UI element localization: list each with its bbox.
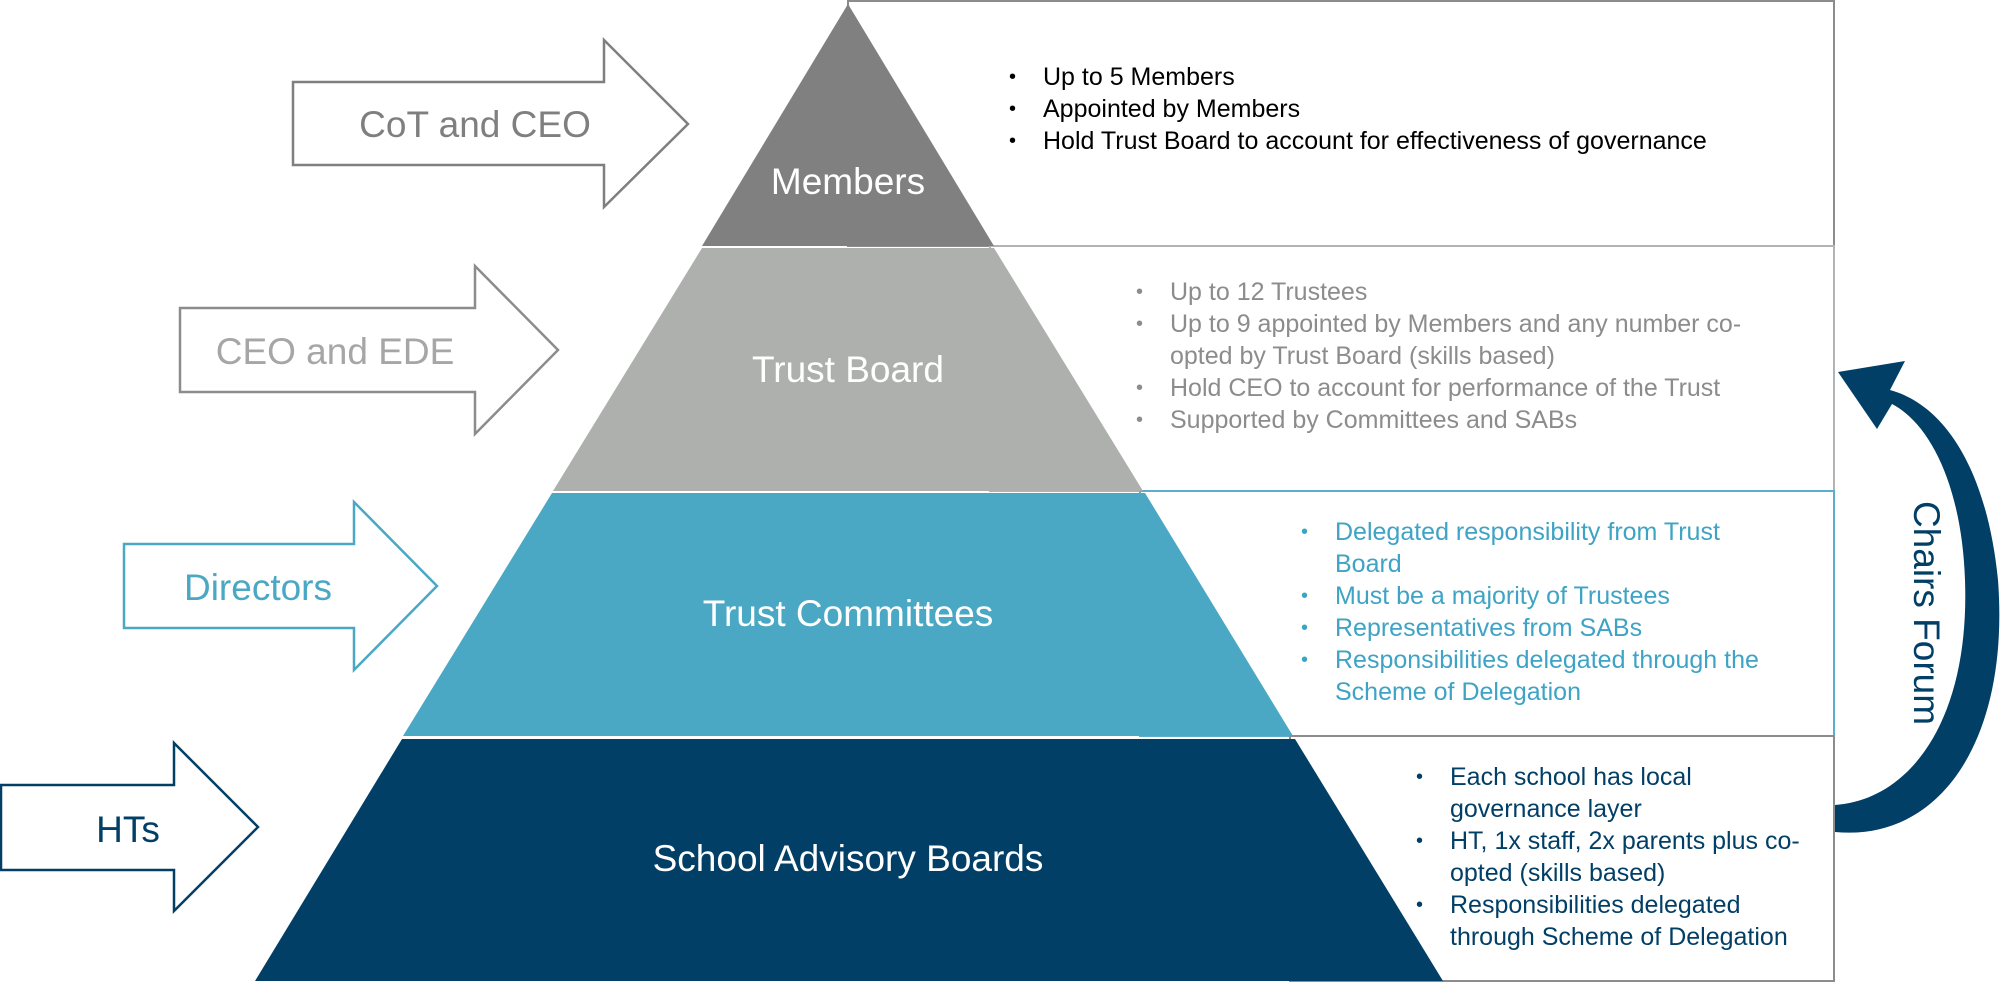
tier-members xyxy=(702,4,994,246)
arrow-label-hts: HTs xyxy=(96,809,160,850)
tier-sabs xyxy=(255,739,1443,981)
list-item: Up to 9 appointed by Members and any num… xyxy=(1136,308,1764,372)
list-item: Each school has local governance layer xyxy=(1416,761,1829,825)
list-item: Must be a majority of Trustees xyxy=(1301,580,1789,612)
tier-label-sabs: School Advisory Boards xyxy=(653,838,1044,879)
list-item: Up to 12 Trustees xyxy=(1136,276,1764,308)
list-item: HT, 1x staff, 2x parents plus co-opted (… xyxy=(1416,825,1829,889)
arrow-directors xyxy=(122,498,439,674)
list-item: Responsibilities delegated through Schem… xyxy=(1416,889,1829,953)
tier-trust-committees xyxy=(403,493,1293,736)
list-item: Supported by Committees and SABs xyxy=(1136,404,1764,436)
arrow-ceo-ede xyxy=(178,262,560,438)
arrow-label-directors: Directors xyxy=(184,567,332,608)
tier-label-trust-committees: Trust Committees xyxy=(703,593,994,634)
list-item: Hold Trust Board to account for effectiv… xyxy=(1009,125,1827,157)
tier-label-members: Members xyxy=(771,161,925,202)
arrow-label-ceo-ede: CEO and EDE xyxy=(216,331,455,372)
bullets-members: Up to 5 Members Appointed by Members Hol… xyxy=(1007,61,1827,157)
arrow-hts xyxy=(0,739,260,915)
list-item: Representatives from SABs xyxy=(1301,612,1789,644)
bullets-trust-committees: Delegated responsibility from Trust Boar… xyxy=(1299,516,1789,708)
arrow-cot-ceo xyxy=(291,36,690,210)
chairs-forum-label: Chairs Forum xyxy=(1906,501,1947,725)
tier-label-trust-board: Trust Board xyxy=(752,349,944,390)
bullets-sabs: Each school has local governance layer H… xyxy=(1414,761,1829,953)
bullets-trust-board: Up to 12 Trustees Up to 9 appointed by M… xyxy=(1134,276,1764,436)
chairs-forum-arrow xyxy=(1835,361,2000,833)
tier-trust-board xyxy=(553,248,1143,491)
list-item: Appointed by Members xyxy=(1009,93,1827,125)
arrow-label-cot-ceo: CoT and CEO xyxy=(359,104,591,145)
list-item: Delegated responsibility from Trust Boar… xyxy=(1301,516,1789,580)
list-item: Up to 5 Members xyxy=(1009,61,1827,93)
list-item: Responsibilities delegated through the S… xyxy=(1301,644,1789,708)
list-item: Hold CEO to account for performance of t… xyxy=(1136,372,1764,404)
